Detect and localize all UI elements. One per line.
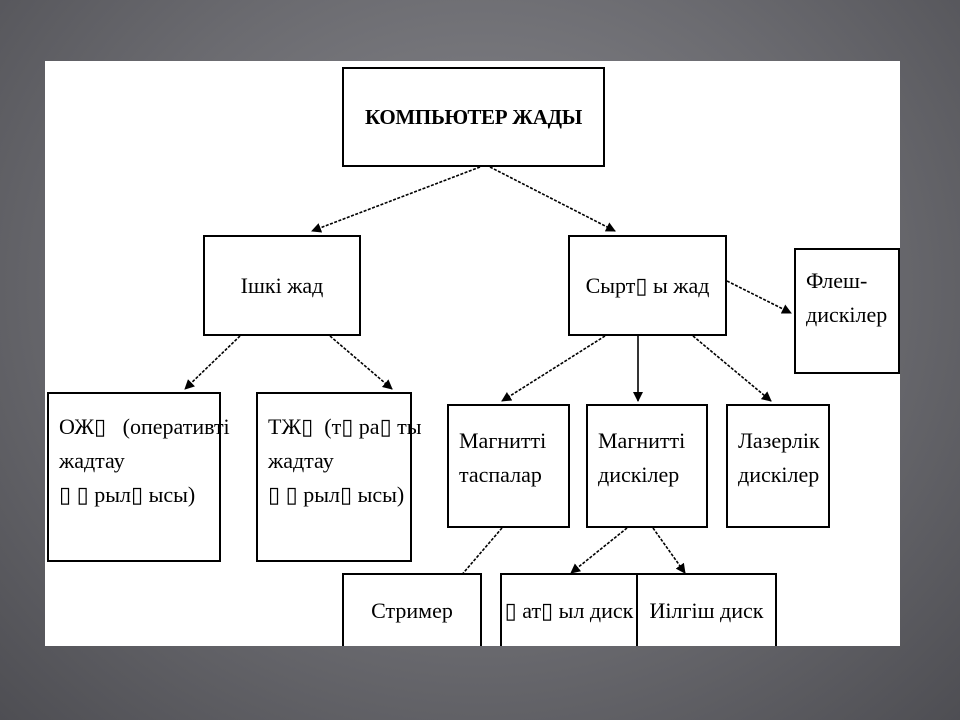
arrow-disk-floppy <box>652 527 686 574</box>
floppy-disk-box: Иілгіш диск <box>636 573 777 646</box>
floppy-disk-label: Иілгіш диск <box>649 597 764 623</box>
ram-line-3: ▯ ▯ рыл▯ ысы) <box>59 482 196 507</box>
arrow-root-internal <box>311 166 481 233</box>
laser-disks-line-2: дискілер <box>738 462 820 487</box>
flash-disks-box: Флеш- дискілер <box>794 248 900 374</box>
magnetic-tapes-line-2: таспалар <box>459 462 542 487</box>
ram-line-2: жадтау <box>59 448 125 473</box>
root-label: КОМПЬЮТЕР ЖАДЫ <box>364 105 583 129</box>
arrow-tape-streamer <box>452 527 503 586</box>
arrow-disk-hard <box>570 527 628 574</box>
ram-box: ОЖ▯ (оперативті жадтау ▯ ▯ рыл▯ ысы) <box>47 392 230 562</box>
hard-disk-box: ▯ ат▯ ыл диск <box>500 573 638 646</box>
internal-memory-label: Ішкі жад <box>240 272 324 298</box>
arrow-external-laser <box>692 335 772 402</box>
laser-disks-box: Лазерлік дискілер <box>726 404 830 528</box>
rom-box: ТЖ▯ (т▯ ра▯ ты жадтау ▯ ▯ рыл▯ ысы) <box>256 392 422 562</box>
rom-line-1: ТЖ▯ (т▯ ра▯ ты <box>268 414 422 439</box>
magnetic-tapes-box: Магнитті таспалар <box>447 404 570 528</box>
arrow-external-tape <box>501 335 606 402</box>
external-memory-box: Сырт▯ ы жад <box>568 235 727 336</box>
flash-line-2: дискілер <box>806 302 888 327</box>
arrow-internal-ram <box>184 335 241 390</box>
rom-line-3: ▯ ▯ рыл▯ ысы) <box>268 482 405 507</box>
magnetic-disks-box: Магнитті дискілер <box>586 404 708 528</box>
hard-disk-label: ▯ ат▯ ыл диск <box>504 597 634 623</box>
streamer-label: Стример <box>371 597 453 623</box>
root-box: КОМПЬЮТЕР ЖАДЫ <box>342 67 605 167</box>
rom-line-2: жадтау <box>268 448 334 473</box>
laser-disks-line-1: Лазерлік <box>738 428 820 453</box>
arrow-external-flash <box>726 280 792 314</box>
arrow-internal-rom <box>329 335 393 390</box>
magnetic-disks-line-1: Магнитті <box>598 428 686 453</box>
flash-line-1: Флеш- <box>806 268 868 293</box>
internal-memory-box: Ішкі жад <box>203 235 361 336</box>
arrow-root-external <box>489 166 616 232</box>
streamer-box: Стример <box>342 573 482 646</box>
diagram-slide: КОМПЬЮТЕР ЖАДЫ Ішкі жад Сырт▯ ы жад Флеш… <box>45 61 900 646</box>
ram-line-1: ОЖ▯ (оперативті <box>59 414 230 439</box>
external-memory-label: Сырт▯ ы жад <box>585 272 710 298</box>
magnetic-tapes-line-1: Магнитті <box>459 428 547 453</box>
connector-arrows <box>184 166 792 586</box>
magnetic-disks-line-2: дискілер <box>598 462 680 487</box>
